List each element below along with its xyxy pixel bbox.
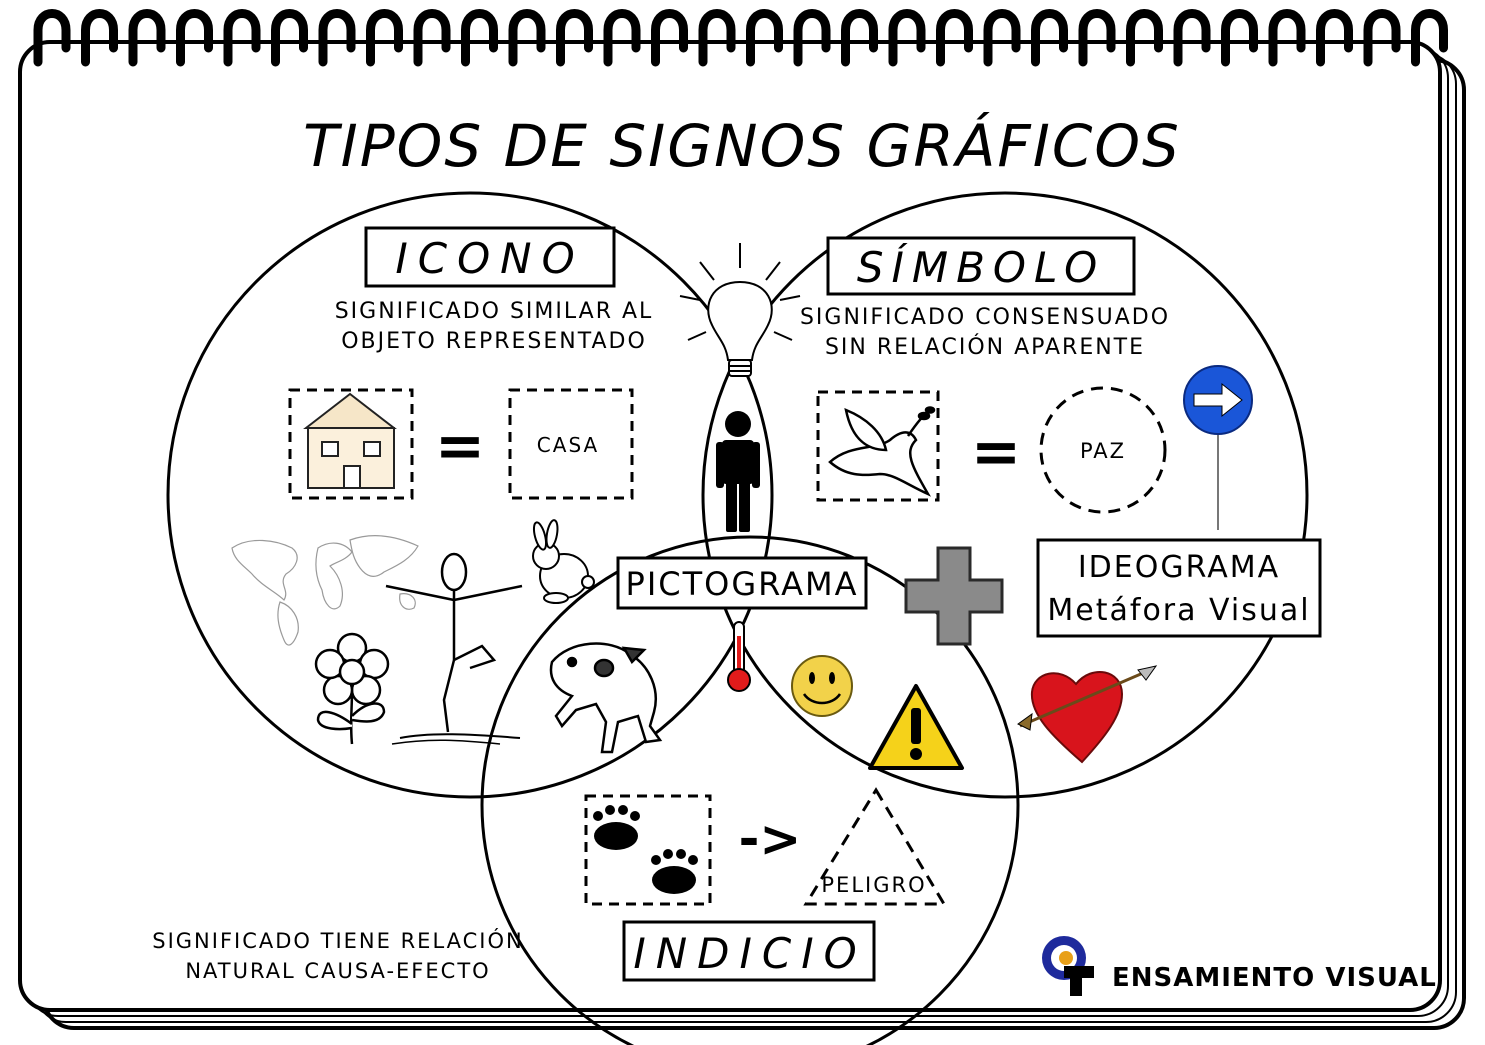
page-title: TIPOS DE SIGNOS GRÁFICOS	[303, 111, 1181, 180]
spiral-ring	[698, 9, 736, 67]
notebook-page	[18, 40, 1466, 1030]
house-icon	[303, 392, 397, 489]
paws-icon-box	[584, 794, 712, 906]
spiral-ring	[888, 9, 926, 67]
world-map-icon	[231, 535, 419, 646]
icono-desc-line1: SIGNIFICADO SIMILAR AL	[335, 299, 654, 324]
simbolo-label-box: SÍMBOLO	[826, 236, 1136, 296]
spiral-ring	[1126, 9, 1163, 67]
spiral-ring	[508, 9, 546, 67]
icono-circle	[166, 191, 774, 799]
peligro-triangle: PELIGRO	[803, 787, 947, 906]
icono-label: ICONO	[395, 234, 584, 283]
paz-word: PAZ	[1080, 439, 1126, 463]
icono-label-box: ICONO	[364, 226, 616, 288]
house-icon-box	[288, 388, 414, 500]
spiral-ring	[128, 9, 166, 67]
spiral-ring	[936, 9, 973, 67]
thermometer-icon	[727, 621, 751, 692]
simbolo-label: SÍMBOLO	[857, 242, 1105, 292]
spiral-ring	[1078, 9, 1116, 67]
casa-word-box: CASA	[508, 388, 634, 500]
simbolo-circle	[701, 191, 1309, 799]
simbolo-desc-line2: SIN RELACIÓN APARENTE	[825, 334, 1145, 360]
heart-arrow-icon	[1017, 665, 1158, 764]
spiral-ring	[1221, 9, 1258, 67]
paz-word-circle: PAZ	[1039, 386, 1167, 514]
spiral-ring	[81, 9, 118, 67]
icono-desc-line2: OBJETO REPRESENTADO	[341, 329, 647, 354]
dove-icon	[828, 406, 936, 497]
spiral-ring	[1363, 9, 1401, 67]
plus-icon	[904, 546, 1004, 646]
smiley-icon	[791, 655, 853, 717]
brand-name: ENSAMIENTO VISUAL	[1112, 963, 1437, 993]
warning-icon	[868, 684, 964, 770]
icono-equals-sign: =	[435, 411, 485, 481]
spiral-ring	[413, 9, 451, 67]
pictograma-label-box: PICTOGRAMA	[616, 556, 868, 610]
spiral-ring	[603, 9, 641, 67]
spiral-ring	[366, 9, 403, 67]
peligro-word: PELIGRO	[821, 873, 926, 897]
ideograma-label-box: IDEOGRAMA Metáfora Visual	[1036, 538, 1322, 638]
spiral-ring	[1268, 9, 1306, 67]
spiral-ring	[223, 9, 261, 67]
flower-icon	[314, 632, 390, 745]
ideograma-line1: IDEOGRAMA	[1078, 550, 1280, 585]
rabbit-icon	[532, 519, 595, 604]
indicio-desc-line2: NATURAL CAUSA-EFECTO	[185, 959, 490, 983]
indicio-label: INDICIO	[633, 929, 866, 978]
spiral-ring	[746, 9, 783, 67]
spiral-ring	[271, 9, 308, 67]
dog-icon	[549, 642, 663, 754]
ideograma-line2: Metáfora Visual	[1047, 593, 1310, 628]
spiral-binding	[33, 9, 1448, 67]
spiral-ring	[461, 9, 498, 67]
lightbulb-icon	[679, 243, 801, 377]
dove-icon-box	[816, 390, 940, 502]
cause-effect-arrow: ->	[739, 810, 802, 868]
spiral-ring	[1411, 9, 1448, 67]
indicio-circle	[480, 535, 1020, 1045]
dancer-icon	[385, 552, 523, 745]
brand-logo: ENSAMIENTO VISUAL	[1042, 936, 1437, 996]
spiral-ring	[1173, 9, 1211, 67]
casa-word: CASA	[537, 433, 599, 457]
traffic-sign-icon	[1183, 365, 1253, 530]
indicio-desc-line1: SIGNIFICADO TIENE RELACIÓN	[152, 928, 523, 953]
spiral-ring	[318, 9, 356, 67]
spiral-ring	[1031, 9, 1068, 67]
spiral-ring	[793, 9, 831, 67]
spiral-ring	[33, 9, 71, 67]
spiral-ring	[651, 9, 688, 67]
paw-print-icon	[593, 805, 698, 894]
spiral-ring	[1316, 9, 1353, 67]
spiral-ring	[556, 9, 593, 67]
spiral-ring	[841, 9, 878, 67]
spiral-ring	[176, 9, 213, 67]
indicio-label-box: INDICIO	[622, 920, 876, 982]
simbolo-equals-sign: =	[971, 417, 1021, 487]
simbolo-desc-line1: SIGNIFICADO CONSENSUADO	[800, 305, 1170, 330]
spiral-ring	[983, 9, 1021, 67]
pictograma-label: PICTOGRAMA	[626, 565, 859, 603]
person-pictogram-icon	[716, 411, 760, 532]
